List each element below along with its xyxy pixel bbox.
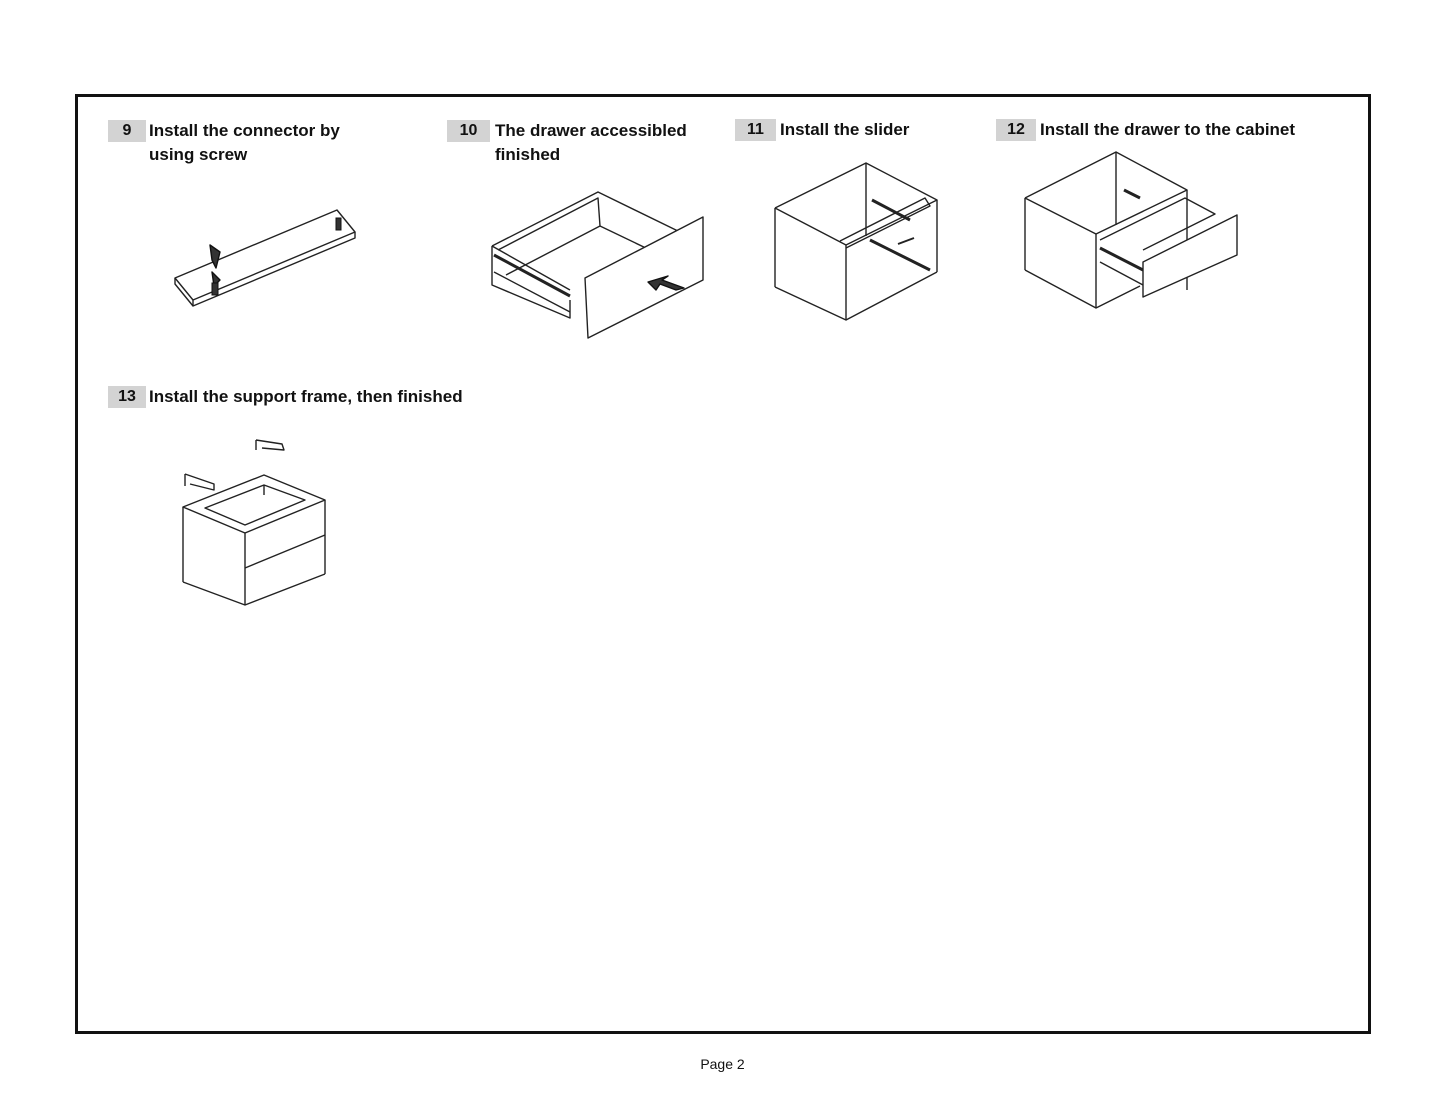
instructions-frame — [75, 94, 1371, 1034]
step-11-title: Install the slider — [780, 120, 910, 139]
step-number-10: 10 — [447, 120, 490, 142]
step-10-title: The drawer accessibled finished — [495, 119, 687, 167]
step-13-cabinet-illustration — [182, 439, 326, 606]
step-11-cabinet-illustration — [774, 162, 938, 321]
step-number-13: 13 — [108, 386, 146, 408]
step-12-title: Install the drawer to the cabinet — [1040, 120, 1296, 139]
step-9-board-illustration — [174, 209, 356, 307]
step-number-9: 9 — [108, 120, 146, 142]
step-number-11: 11 — [735, 119, 776, 141]
step-9-title-line2: using screw — [149, 145, 248, 164]
step-10-title-line1: The drawer accessibled — [495, 121, 687, 140]
step-number-12: 12 — [996, 119, 1036, 141]
step-10-title-line2: finished — [495, 145, 561, 164]
step-12-cabinet-illustration — [1024, 151, 1238, 309]
step-10-drawer-illustration — [491, 191, 704, 339]
page-number: Page 2 — [700, 1056, 745, 1072]
step-9-title: Install the connector by using screw — [149, 119, 340, 167]
step-9-title-line1: Install the connector by — [149, 121, 340, 140]
step-13-title: Install the support frame, then finished — [149, 387, 463, 406]
